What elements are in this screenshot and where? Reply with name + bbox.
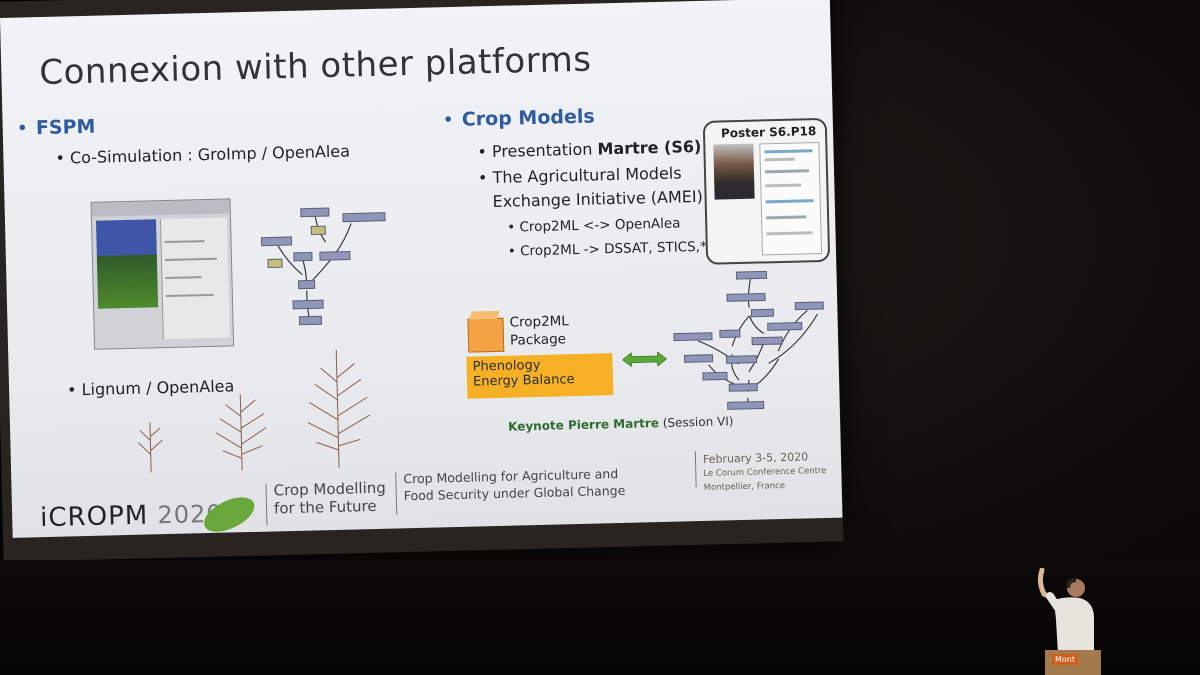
event-city: Montpellier, France: [703, 480, 786, 493]
keynote-session: (Session VI): [662, 414, 734, 430]
package-label-line2: Package: [509, 331, 567, 349]
bullet-icon: •: [477, 168, 493, 188]
presenter-photo: [713, 143, 755, 200]
crop2ml-openalea-text: Crop2ML <-> OpenAlea: [519, 215, 681, 236]
footer-event-info: February 3-5, 2020 Le Corum Conference C…: [703, 450, 827, 495]
cosimulation-text: Co-Simulation : GroImp / OpenAlea: [69, 141, 351, 168]
package-label-line1: Crop2ML: [509, 313, 570, 331]
tree-medium-icon: [215, 394, 267, 471]
keynote-reference: Keynote Pierre Martre (Session VI): [508, 414, 734, 434]
crop-models-heading: Crop Models: [461, 105, 595, 131]
crop-item-amei-line2: Exchange Initiative (AMEI): [492, 186, 704, 212]
footer-theme: Crop Modelling for Agriculture and Food …: [403, 465, 625, 504]
tree-small-icon: [138, 422, 163, 473]
podium-label: Mont: [1052, 654, 1079, 665]
tagline-line2: for the Future: [273, 496, 377, 518]
poster-title: Poster S6.P18: [720, 124, 817, 141]
poster-thumbnail: [759, 142, 823, 256]
crop2ml-dataflow-graph: [673, 270, 824, 410]
fspm-item-cosimulation: • Co-Simulation : GroImp / OpenAlea: [55, 141, 350, 167]
footer-divider: [694, 451, 697, 488]
speaker-figure: [1037, 568, 1094, 654]
bullet-icon: •: [507, 243, 521, 260]
presentation-name: Martre (S6): [597, 136, 702, 159]
crop2ml-openalea-item: • Crop2ML <-> OpenAlea: [507, 215, 681, 235]
bullet-icon: •: [55, 148, 71, 168]
openalea-dataflow-graph: [260, 207, 386, 326]
bullet-icon: •: [477, 142, 493, 162]
amei-line1: The Agricultural Models: [492, 163, 682, 188]
bullet-fspm: • FSPM: [16, 116, 95, 140]
bullet-icon: •: [66, 380, 82, 400]
audience-area: [0, 560, 1200, 675]
logo-text: iCROPM: [39, 500, 149, 534]
slide-title: Connexion with other platforms: [38, 39, 592, 94]
crop2ml-dssat-text: Crop2ML -> DSSAT, STICS,*: [519, 238, 707, 260]
poster-callout: Poster S6.P18: [702, 117, 831, 265]
bullet-icon: •: [507, 219, 520, 236]
footer-tagline: Crop Modelling for the Future: [273, 479, 386, 518]
projected-slide: Connexion with other platforms • FSPM • C…: [0, 0, 842, 538]
phenology-box: Phenology Energy Balance: [466, 353, 614, 399]
groimp-screenshot: [90, 198, 235, 350]
crop2ml-dssat-item: • Crop2ML -> DSSAT, STICS,*: [508, 239, 707, 260]
crop-item-presentation: • Presentation Martre (S6): [477, 137, 701, 161]
icropm-logo: iCROPM 2020: [40, 499, 223, 533]
event-venue: Le Corum Conference Centre: [703, 465, 827, 479]
crop-item-amei: • The Agricultural Models: [478, 163, 682, 187]
bullet-icon: •: [442, 108, 455, 132]
tree-large-icon: [307, 349, 371, 468]
footer-divider: [395, 472, 398, 515]
package-box-icon: [467, 317, 505, 353]
fspm-heading: FSPM: [35, 115, 96, 140]
presentation-text: Presentation: [491, 139, 593, 162]
energy-balance-text: Energy Balance: [472, 372, 575, 390]
footer-divider: [265, 483, 268, 526]
window-titlebar: [91, 199, 230, 217]
bullet-crop-models: •Crop Models: [442, 106, 595, 132]
3d-view: [95, 219, 159, 309]
crop2ml-package-label: Crop2ML Package: [509, 312, 569, 349]
bullet-icon: •: [16, 117, 29, 140]
keynote-text: Keynote Pierre Martre: [507, 416, 660, 434]
double-arrow-icon: [622, 351, 667, 367]
